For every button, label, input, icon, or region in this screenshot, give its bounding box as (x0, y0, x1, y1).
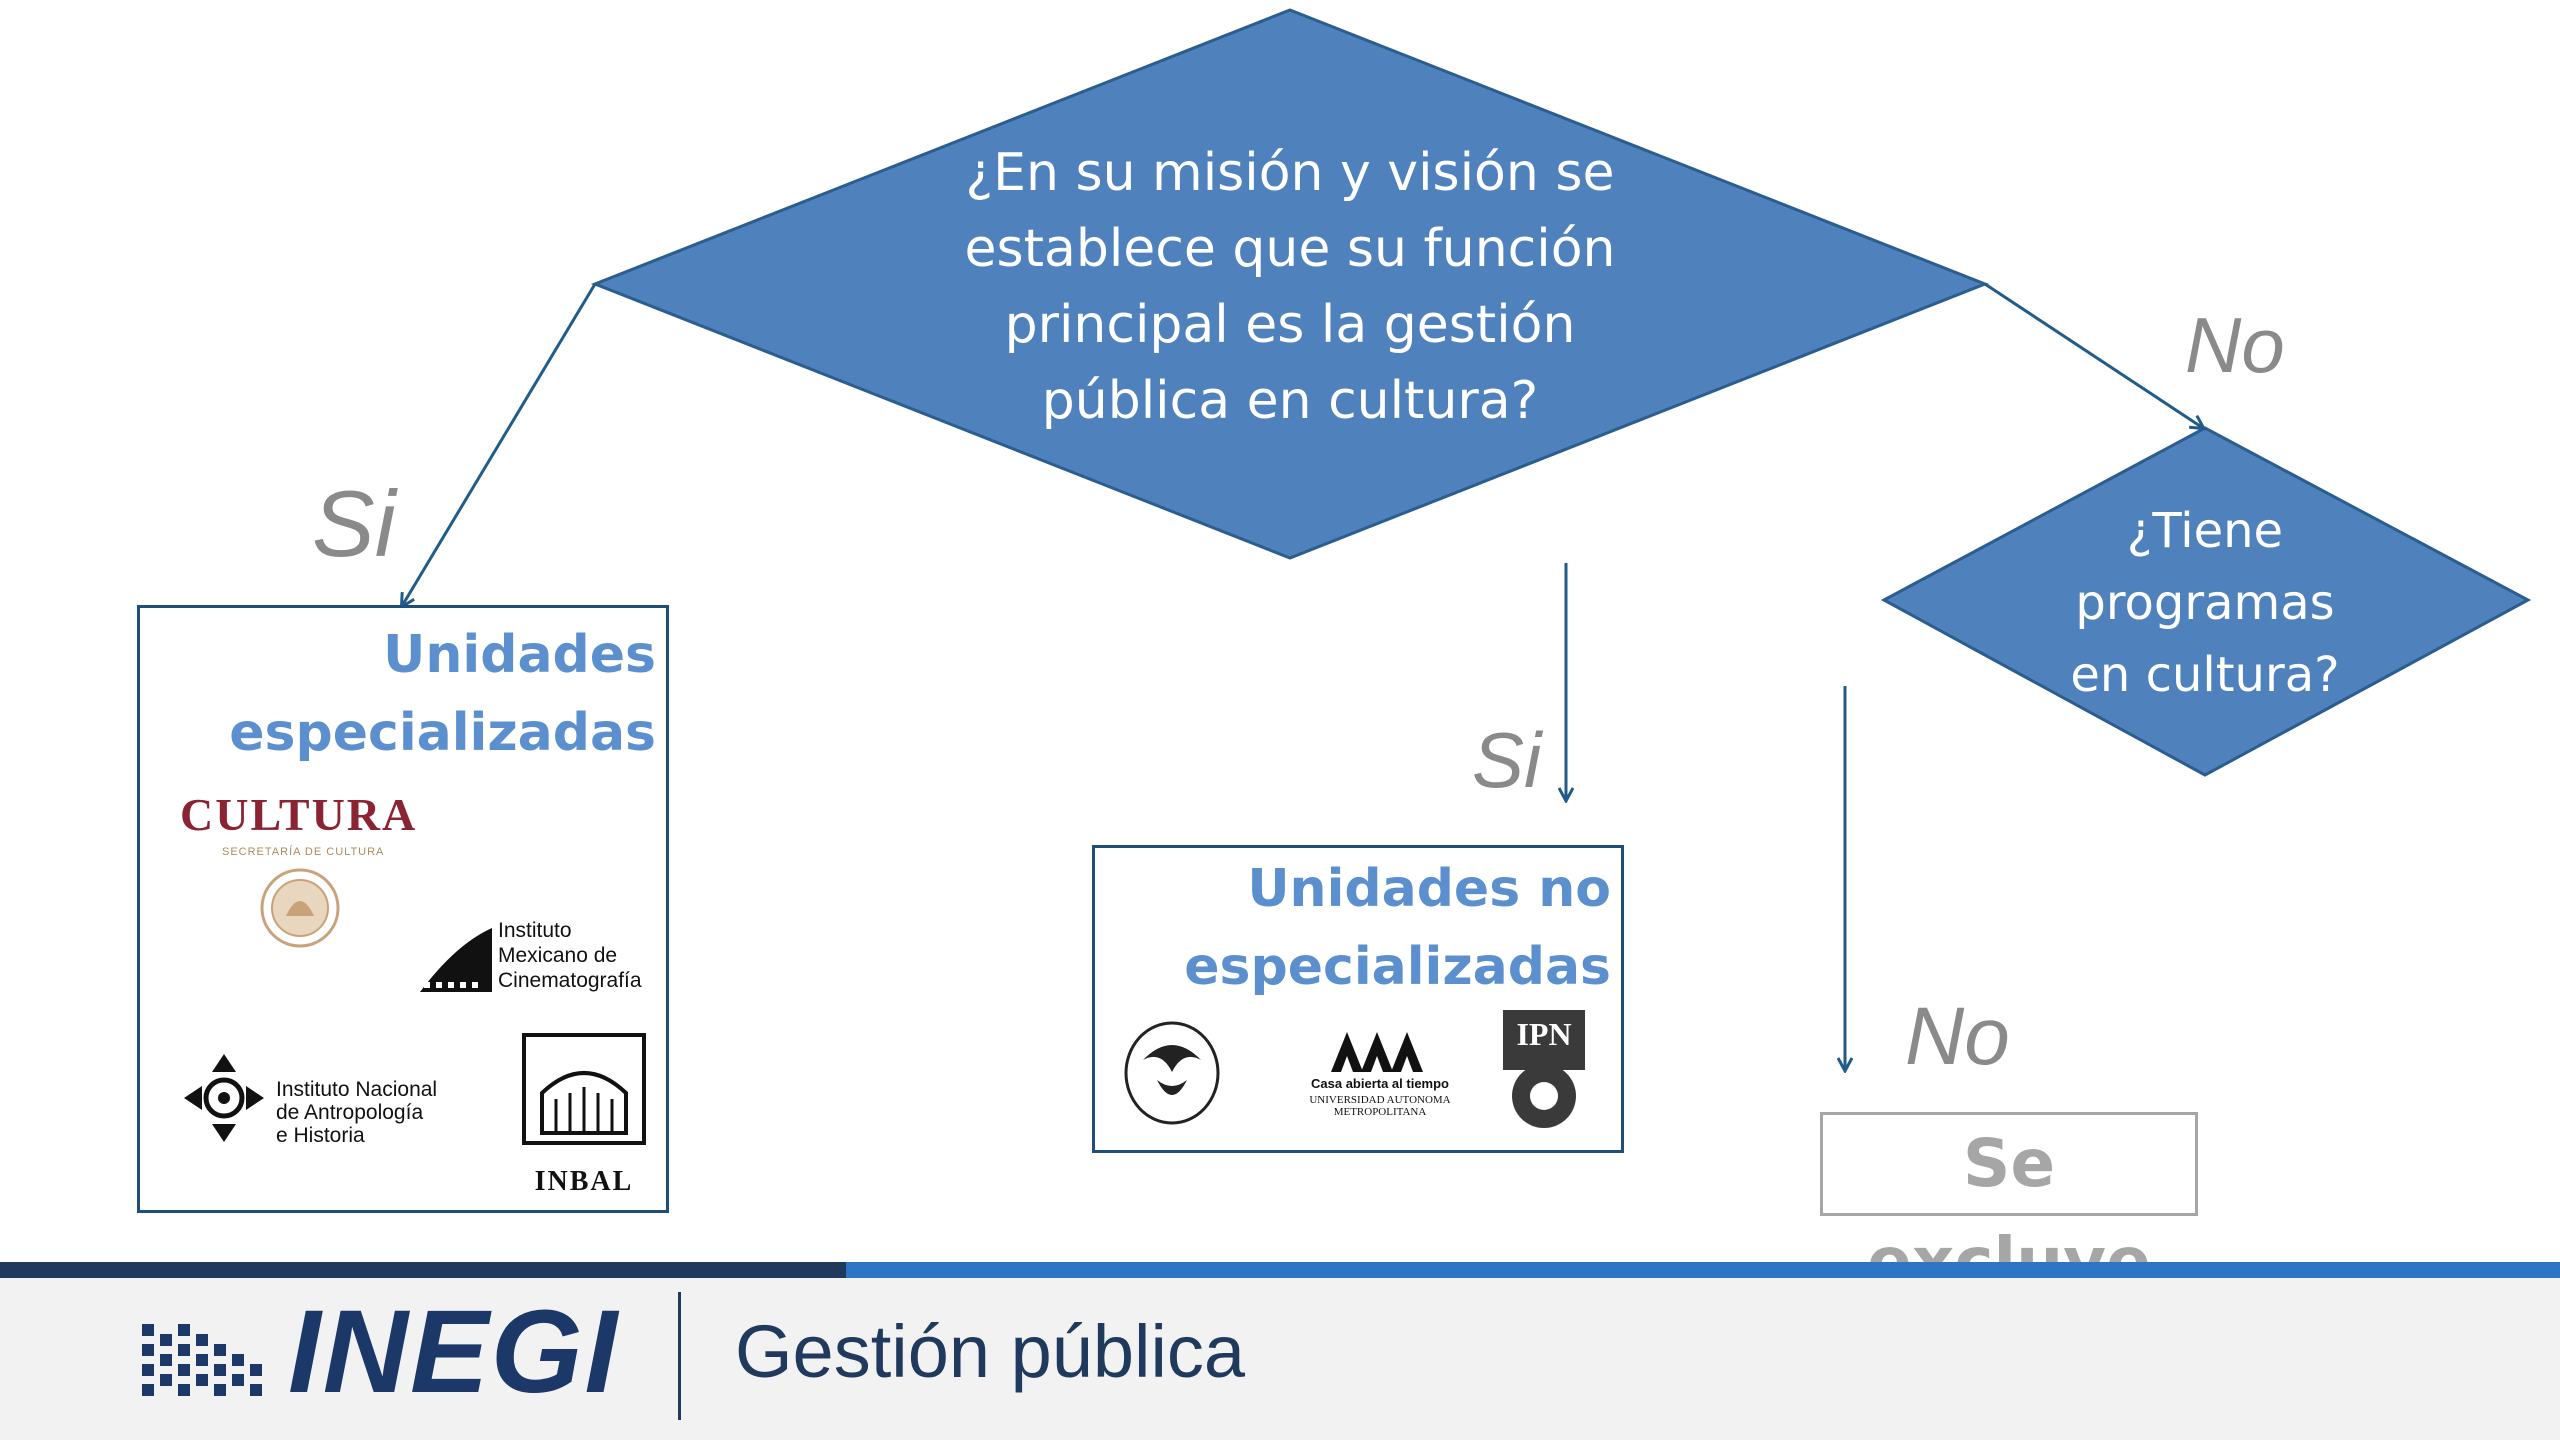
box-title-line: Unidades (383, 625, 656, 685)
nonspecialized-units-title: Unidades no especializadas (1184, 850, 1611, 1006)
uam-logo-icon (1331, 1032, 1423, 1072)
specialized-units-title: Unidades especializadas (229, 616, 656, 772)
branch-label-yes-mid: Si (1472, 716, 1542, 804)
decision-diamond-secondary (1880, 426, 2532, 777)
secondary-question-text: ¿Tiene programas en cultura? (1990, 495, 2420, 711)
branch-label-yes-left: Si (312, 471, 396, 576)
cultura-logo-subtitle: SECRETARÍA DE CULTURA (222, 846, 385, 858)
imcine-logo-icon (420, 928, 492, 992)
specialized-units-box: Unidades especializadas CULTURA SECRETAR… (137, 605, 669, 1213)
imcine-line: Cinematografía (498, 969, 642, 992)
secondary-question-line: en cultura? (2070, 647, 2340, 703)
cultura-logo-text: CULTURA (180, 789, 418, 840)
footer-separator (678, 1292, 681, 1420)
main-question-line: pública en cultura? (1041, 371, 1539, 431)
inah-logo-text: Instituto Nacional de Antropología e His… (276, 1078, 437, 1147)
inbal-logo-text: INBAL (534, 1166, 634, 1197)
footer-accent-light (846, 1262, 2560, 1278)
imcine-line: Mexicano de (498, 944, 618, 967)
inah-line: e Historia (276, 1124, 365, 1147)
inegi-dots-icon (142, 1324, 262, 1396)
page-title: Gestión pública (735, 1310, 1246, 1393)
footer-accent-dark (0, 1262, 846, 1278)
inbal-logo-icon (522, 1033, 646, 1145)
box-title-line: Unidades no (1247, 859, 1611, 919)
nonspecialized-units-box: Unidades no especializadas Casa abierta … (1092, 845, 1624, 1153)
inah-line: de Antropología (276, 1101, 424, 1124)
box-title-line: especializadas (1184, 937, 1611, 997)
uam-logo-text-line1: Casa abierta al tiempo (1311, 1076, 1449, 1091)
unam-seal-icon (1124, 1021, 1220, 1125)
arrow-no-right (1984, 282, 2203, 428)
inah-logo-icon (184, 1054, 264, 1142)
uam-logo-text-line2: UNIVERSIDAD AUTONOMA METROPOLITANA (1309, 1094, 1451, 1118)
inah-line: Instituto Nacional (276, 1078, 438, 1101)
main-question-line: ¿En su misión y visión se (965, 143, 1615, 203)
footer: INEGI Gestión pública (0, 1262, 2560, 1440)
decision-diamond-main (590, 8, 1990, 560)
branch-label-no-right: No (2185, 301, 2285, 389)
main-question-text: ¿En su misión y visión se establece que … (880, 135, 1700, 439)
imcine-line: Instituto (498, 919, 572, 942)
main-question-line: principal es la gestión (1004, 295, 1576, 355)
secondary-question-line: programas (2075, 575, 2335, 631)
mexico-seal-icon (260, 868, 340, 948)
ipn-logo-text: IPN (1516, 1016, 1572, 1052)
main-question-line: establece que su función (964, 219, 1616, 279)
branch-label-no-bottom: No (1905, 991, 2010, 1082)
inegi-logo-text: INEGI (288, 1286, 620, 1418)
ipn-logo-icon (1503, 1010, 1585, 1128)
arrow-yes-left (402, 283, 597, 606)
imcine-logo-text: Instituto Mexicano de Cinematografía (498, 918, 642, 993)
excluded-box: Se excluye (1820, 1112, 2198, 1300)
secondary-question-line: ¿Tiene (2126, 503, 2284, 559)
box-title-line: especializadas (229, 703, 656, 763)
